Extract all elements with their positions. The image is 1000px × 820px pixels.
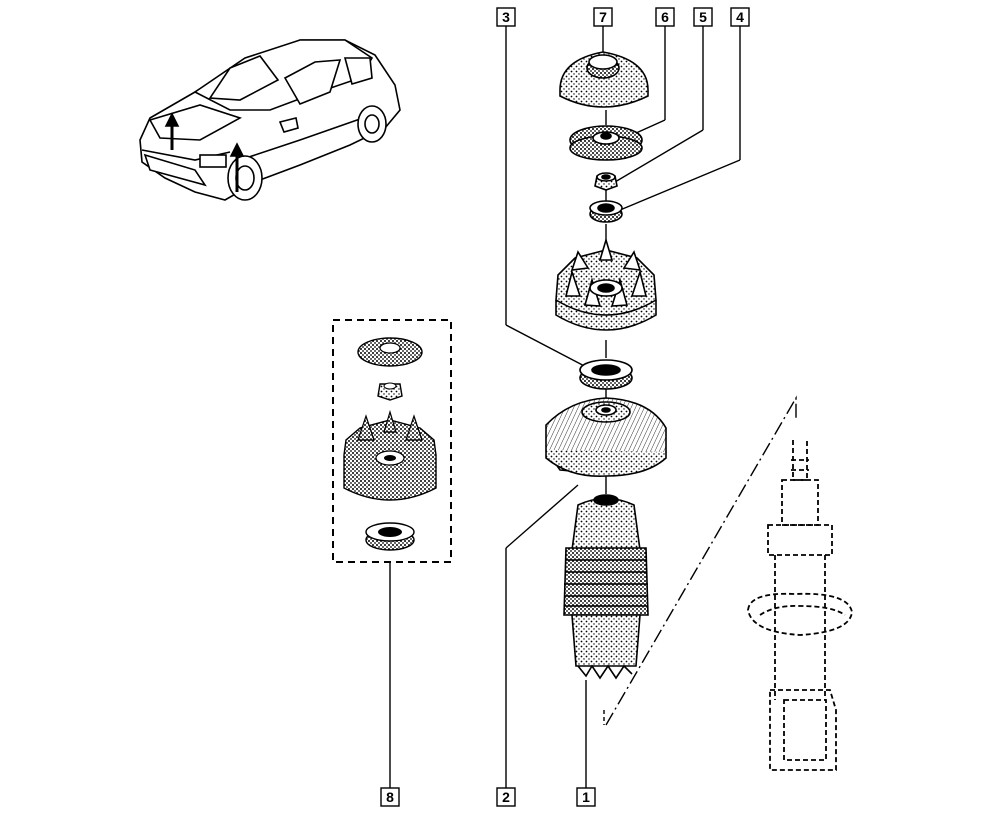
callout-4-label: 4 xyxy=(736,9,744,25)
bearing-plate-part-6 xyxy=(569,125,643,161)
bush-part-4 xyxy=(589,200,623,223)
callout-6: 6 xyxy=(655,7,675,27)
callout-6-label: 6 xyxy=(661,9,669,25)
bump-stop-part-1 xyxy=(563,494,649,680)
callout-1-label: 1 xyxy=(582,789,590,805)
callout-3-label: 3 xyxy=(502,9,510,25)
guide-line xyxy=(603,395,797,726)
nut-part-5 xyxy=(594,172,618,191)
callout-7: 7 xyxy=(593,7,613,27)
callout-2-label: 2 xyxy=(502,789,510,805)
bearing-part-3 xyxy=(579,359,633,390)
top-cup-part-7 xyxy=(559,51,649,108)
callout-1: 1 xyxy=(576,787,596,807)
car-icon xyxy=(139,39,401,201)
callout-7-label: 7 xyxy=(599,9,607,25)
strut-icon xyxy=(747,440,853,771)
repair-kit-icon xyxy=(332,319,452,563)
callout-5-label: 5 xyxy=(699,9,707,25)
callout-3: 3 xyxy=(496,7,516,27)
leader-lines xyxy=(389,26,741,788)
callout-5: 5 xyxy=(693,7,713,27)
rubber-mount xyxy=(555,237,657,331)
callout-2: 2 xyxy=(496,787,516,807)
callout-8-label: 8 xyxy=(386,789,394,805)
callout-4: 4 xyxy=(730,7,750,27)
spring-seat-part-2 xyxy=(545,397,667,477)
callout-8: 8 xyxy=(380,787,400,807)
